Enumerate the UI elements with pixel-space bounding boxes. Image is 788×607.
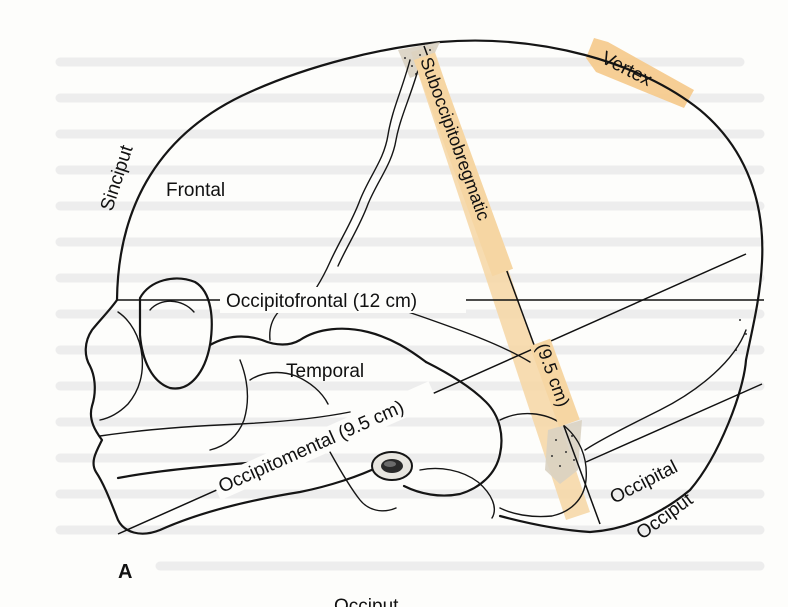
label-occipitofrontal: Occipitofrontal (12 cm) [226,291,417,312]
lambdoid-suture [584,329,747,451]
occipital-base [499,412,587,518]
sphenoid-wing [209,359,249,451]
zygoma-lower [249,371,329,405]
orbit-inner [149,300,195,313]
coronal-suture-inner [337,69,419,267]
ear-canal [371,451,413,481]
occipitofrontal-knockout [220,287,466,313]
panel-letter: A [118,561,132,583]
occipital-tick-line [585,383,763,463]
label-occiput-cropped: Occiput [334,596,399,607]
label-frontal: Frontal [166,180,225,201]
face-outline [84,298,382,535]
suboccipitobregmatic-knockout [413,52,514,277]
mastoid-outline [402,360,503,497]
maxilla-outline [99,311,144,421]
length-knockout [529,338,580,427]
zygomatic-arch [208,327,428,364]
mandible-ramus [329,451,397,512]
label-temporal: Temporal [286,361,364,382]
occipitomental-knockout [211,381,439,501]
occipital-condyle [419,467,496,519]
maxilla-lower [99,411,351,437]
coronal-suture [299,59,411,311]
cranial-vault-outline [115,39,764,534]
